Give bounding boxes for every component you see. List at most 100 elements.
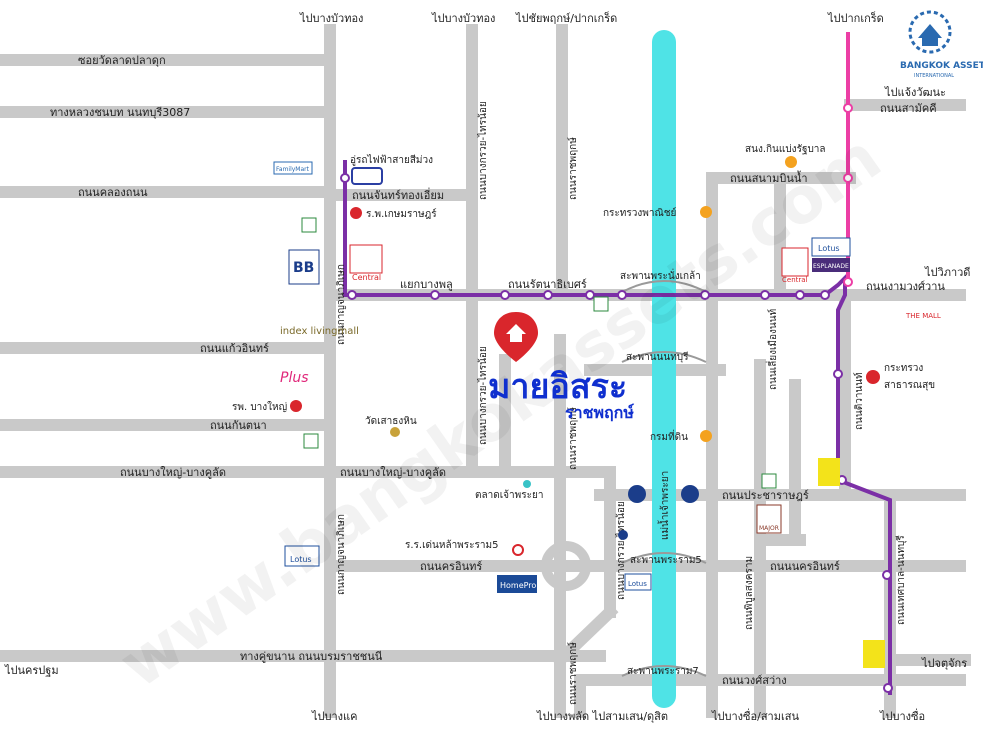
place-homepro: HomePro: [500, 581, 536, 590]
road-sanambin-nam: ถนนสนามบินน้ำ: [730, 170, 808, 185]
tesco-lotus-logo-right: [811, 237, 851, 257]
dir-top-bang-bua-thong-2: ไปบางบัวทอง: [431, 12, 495, 25]
dir-bottom-bang-sue: ไปบางซื่อ: [879, 708, 925, 723]
esplanade-logo: [812, 258, 850, 272]
place-wat-sao-thong-hin: วัดเสาธงหิน: [365, 416, 417, 427]
road-chan-thong-iam: ถนนจันทร์ทองเอี่ยม: [352, 187, 444, 202]
ferry-icon-1: [628, 485, 646, 503]
seven-eleven-icon-1: [593, 296, 609, 312]
place-moph-1: กระทรวง: [884, 363, 923, 374]
poi-dot-moc: [700, 206, 712, 218]
central-logo-right: [781, 247, 809, 277]
road-khlong-thanon: ถนนคลองถนน: [78, 186, 148, 199]
dir-top-chaiyaphruek: ไปชัยพฤกษ์/ปากเกร็ด: [515, 11, 617, 25]
road-ngam-wong-wan: ถนนงามวงศ์วาน: [866, 280, 945, 293]
dir-top-pak-kret: ไปปากเกร็ด: [827, 11, 884, 25]
road-nakhon-in-right: ถนนนครอินทร์: [770, 560, 840, 573]
central-logo-left: [349, 244, 383, 274]
road-thetsaban-nonthaburi: ถนนเทศบาล-นนทบุรี: [895, 535, 907, 625]
road-kanchanaphisek: ถนนกาญจนาภิเษก: [336, 264, 347, 345]
poi-dot-land-dept: [700, 430, 712, 442]
points-of-interest: อู่รถไฟฟ้าสายสีม่วง ร.พ.เกษมราษฎร์ Centr…: [232, 144, 941, 668]
bridge-labels: สะพานพระนั่งเกล้า สะพานนนทบุรี สะพานพระร…: [620, 268, 702, 677]
logo-text: BANGKOK ASSET: [900, 61, 983, 71]
purple-line-stations: [340, 173, 893, 693]
place-the-mall: THE MALL: [905, 312, 941, 320]
road-soi-wat-lat-pla-duk: ซอยวัดลาดปลาดุก: [78, 54, 166, 67]
place-central-left: Central: [352, 273, 381, 282]
direction-labels: ไปบางบัวทอง ไปบางบัวทอง ไปชัยพฤกษ์/ปากเก…: [4, 11, 970, 723]
place-index-living: index livingmall: [280, 326, 359, 337]
place-tesco-lotus-right: Lotus: [818, 244, 840, 253]
dir-bottom-bang-khae: ไปบางแค: [311, 710, 358, 723]
seven-eleven-icon-4: [301, 217, 317, 233]
road-bang-kruai-sai-noi-2: ถนนบางกรวย-ไทรน้อย: [477, 346, 489, 445]
place-major: MAJOR: [759, 525, 779, 532]
home-icon: [506, 324, 526, 342]
road-wong-sawang: ถนนวงศ์สว่าง: [722, 674, 787, 687]
place-moph-2: สาธารณสุข: [884, 380, 935, 391]
seven-eleven-icon-3: [761, 473, 777, 489]
place-chao-phraya-market: ตลาดเจ้าพระยา: [475, 489, 543, 501]
hospital-icon-2: [290, 400, 302, 412]
logo-house-icon: [918, 24, 942, 46]
train-icon: [351, 167, 383, 185]
road-kho-chao-phanom: ทางคู่ขนาน ถนนบรมราชชนนี: [240, 650, 383, 663]
place-family-mart: FamilyMart: [276, 166, 310, 173]
bridge-nonthaburi: สะพานนนทบุรี: [626, 351, 689, 363]
dir-right-vibhavadi: ไปวิภาวดี: [924, 266, 970, 279]
bridge-rama7: สะพานพระราม7: [627, 666, 699, 677]
place-purple-line-depot: อู่รถไฟฟ้าสายสีม่วง: [350, 154, 433, 166]
road-bang-kruai-sai-noi: ถนนบางกรวย-ไทรน้อย: [477, 101, 489, 200]
poi-dot-egat: [785, 156, 797, 168]
project-marker: มายอิสระ ราชพฤกษ์: [488, 312, 634, 422]
place-egat: สนง.กินแบ่งรัฐบาล: [745, 144, 826, 155]
place-moc: กระทรวงพาณิชย์: [603, 207, 676, 219]
dir-top-bang-bua-thong-1: ไปบางบัวทอง: [299, 12, 363, 25]
watermark: www.bangkokassets.com: [107, 121, 895, 703]
place-esplanade: ESPLANADE: [813, 263, 849, 270]
road-bang-yai-right: ถนนบางใหญ่-บางคูลัด: [340, 466, 446, 479]
road-ratchaphruek-2: ถนนราชพฤกษ์: [567, 407, 579, 470]
dir-bottom-bang-phlat: ไปบางพลัด ไปสามเสน/ดุสิต: [536, 710, 668, 723]
road-liang-mueang: ถนนเลี่ยงเมืองนนท์: [765, 309, 779, 390]
place-kasemrad: ร.พ.เกษมราษฎร์: [366, 208, 437, 220]
road-rattanathibet: ถนนรัตนาธิเบศร์: [508, 278, 587, 291]
road-kan-ton-a: ถนนกันตนา: [210, 419, 267, 432]
place-plus-mall: Plus: [280, 370, 309, 386]
logo-emblem-icon: [908, 10, 952, 54]
homepro-logo: [497, 575, 537, 593]
major-logo: [756, 504, 782, 534]
seven-eleven-icon-2: [303, 433, 319, 449]
chao-phraya-river: [652, 30, 676, 708]
hospital-icon-3: [866, 370, 880, 384]
fuel-icon: [618, 530, 628, 540]
bridge-rama5: สะพานพระราม5: [630, 555, 702, 566]
bigc-logo-2: [863, 640, 885, 668]
bigc-logo-1: [818, 458, 840, 486]
place-ton-klao-school: ร.ร.เด่นหล้าพระราม5: [405, 539, 498, 551]
road-ratchaphruek: ถนนราชพฤกษ์: [567, 137, 579, 200]
dir-right-chaeng-watthana: ไปแจ้งวัฒนะ: [884, 86, 946, 99]
road-samakkhi: ถนนสามัคคี: [880, 102, 937, 115]
road-highway-3087: ทางหลวงชนบท นนทบุรี3087: [50, 106, 190, 119]
logo-subtext: INTERNATIONAL: [914, 73, 954, 79]
place-tesco-lotus-left: Lotus: [290, 555, 312, 564]
place-tesco-lotus-mid: Lotus: [628, 580, 647, 588]
bridges: [621, 280, 707, 677]
road-charan-left: ถนนครอินทร์: [420, 560, 482, 573]
tesco-lotus-logo-mid: [624, 573, 652, 591]
river-name: แม่น้ำเจ้าพระยา: [657, 471, 671, 540]
bb-logo: [288, 249, 320, 285]
dir-left-nakhon-pathom: ไปนครปฐม: [4, 664, 59, 677]
tesco-lotus-logo-left: [284, 545, 320, 567]
place-land-dept: กรมที่ดิน: [650, 429, 688, 443]
road-labels: ซอยวัดลาดปลาดุก ทางหลวงชนบท นนทบุรี3087 …: [50, 54, 945, 687]
roundabout: [541, 541, 591, 591]
place-central-right: Central: [782, 276, 808, 284]
project-title: มายอิสระ: [488, 367, 627, 407]
project-subtitle: ราชพฤกษ์: [565, 403, 634, 422]
market-icon: [523, 480, 531, 488]
road-ratchaphruek-3: ถนนราชพฤกษ์: [567, 642, 579, 705]
